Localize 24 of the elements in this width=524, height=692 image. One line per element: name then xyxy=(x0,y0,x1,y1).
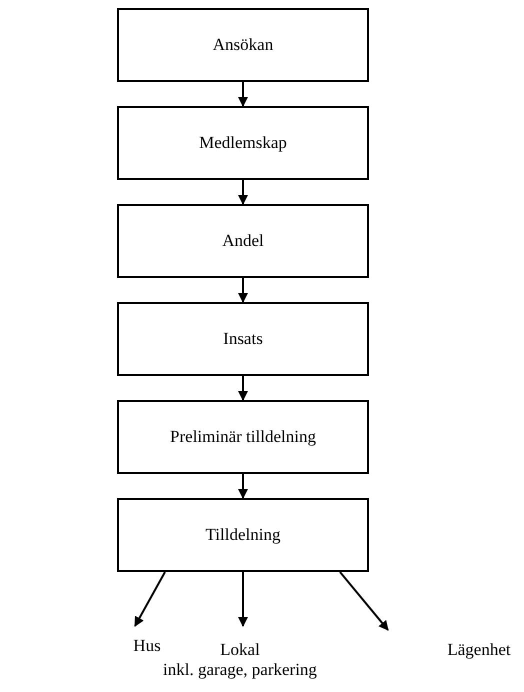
process-box xyxy=(117,498,369,572)
process-box xyxy=(117,204,369,278)
box-label: Andel xyxy=(222,231,264,251)
box-label: Preliminär tilldelning xyxy=(170,427,316,447)
box-label: Tilldelning xyxy=(206,525,280,545)
process-box xyxy=(117,8,369,82)
arrow xyxy=(238,82,248,107)
arrow xyxy=(238,278,248,303)
arrow xyxy=(238,180,248,205)
outcome-label: Lägenhet xyxy=(447,640,511,660)
box-label: Ansökan xyxy=(212,35,274,55)
arrow xyxy=(238,474,248,499)
process-box xyxy=(117,302,369,376)
arrow xyxy=(134,572,166,627)
outcome-label: inkl. garage, parkering xyxy=(163,660,317,680)
arrow xyxy=(238,376,248,401)
outcome-label: Hus xyxy=(133,636,161,656)
arrow xyxy=(339,571,389,631)
process-box xyxy=(117,106,369,180)
box-label: Insats xyxy=(223,329,263,349)
arrow xyxy=(238,572,248,627)
box-label: Medlemskap xyxy=(199,133,287,153)
process-box xyxy=(117,400,369,474)
outcome-label: Lokal xyxy=(220,640,260,660)
